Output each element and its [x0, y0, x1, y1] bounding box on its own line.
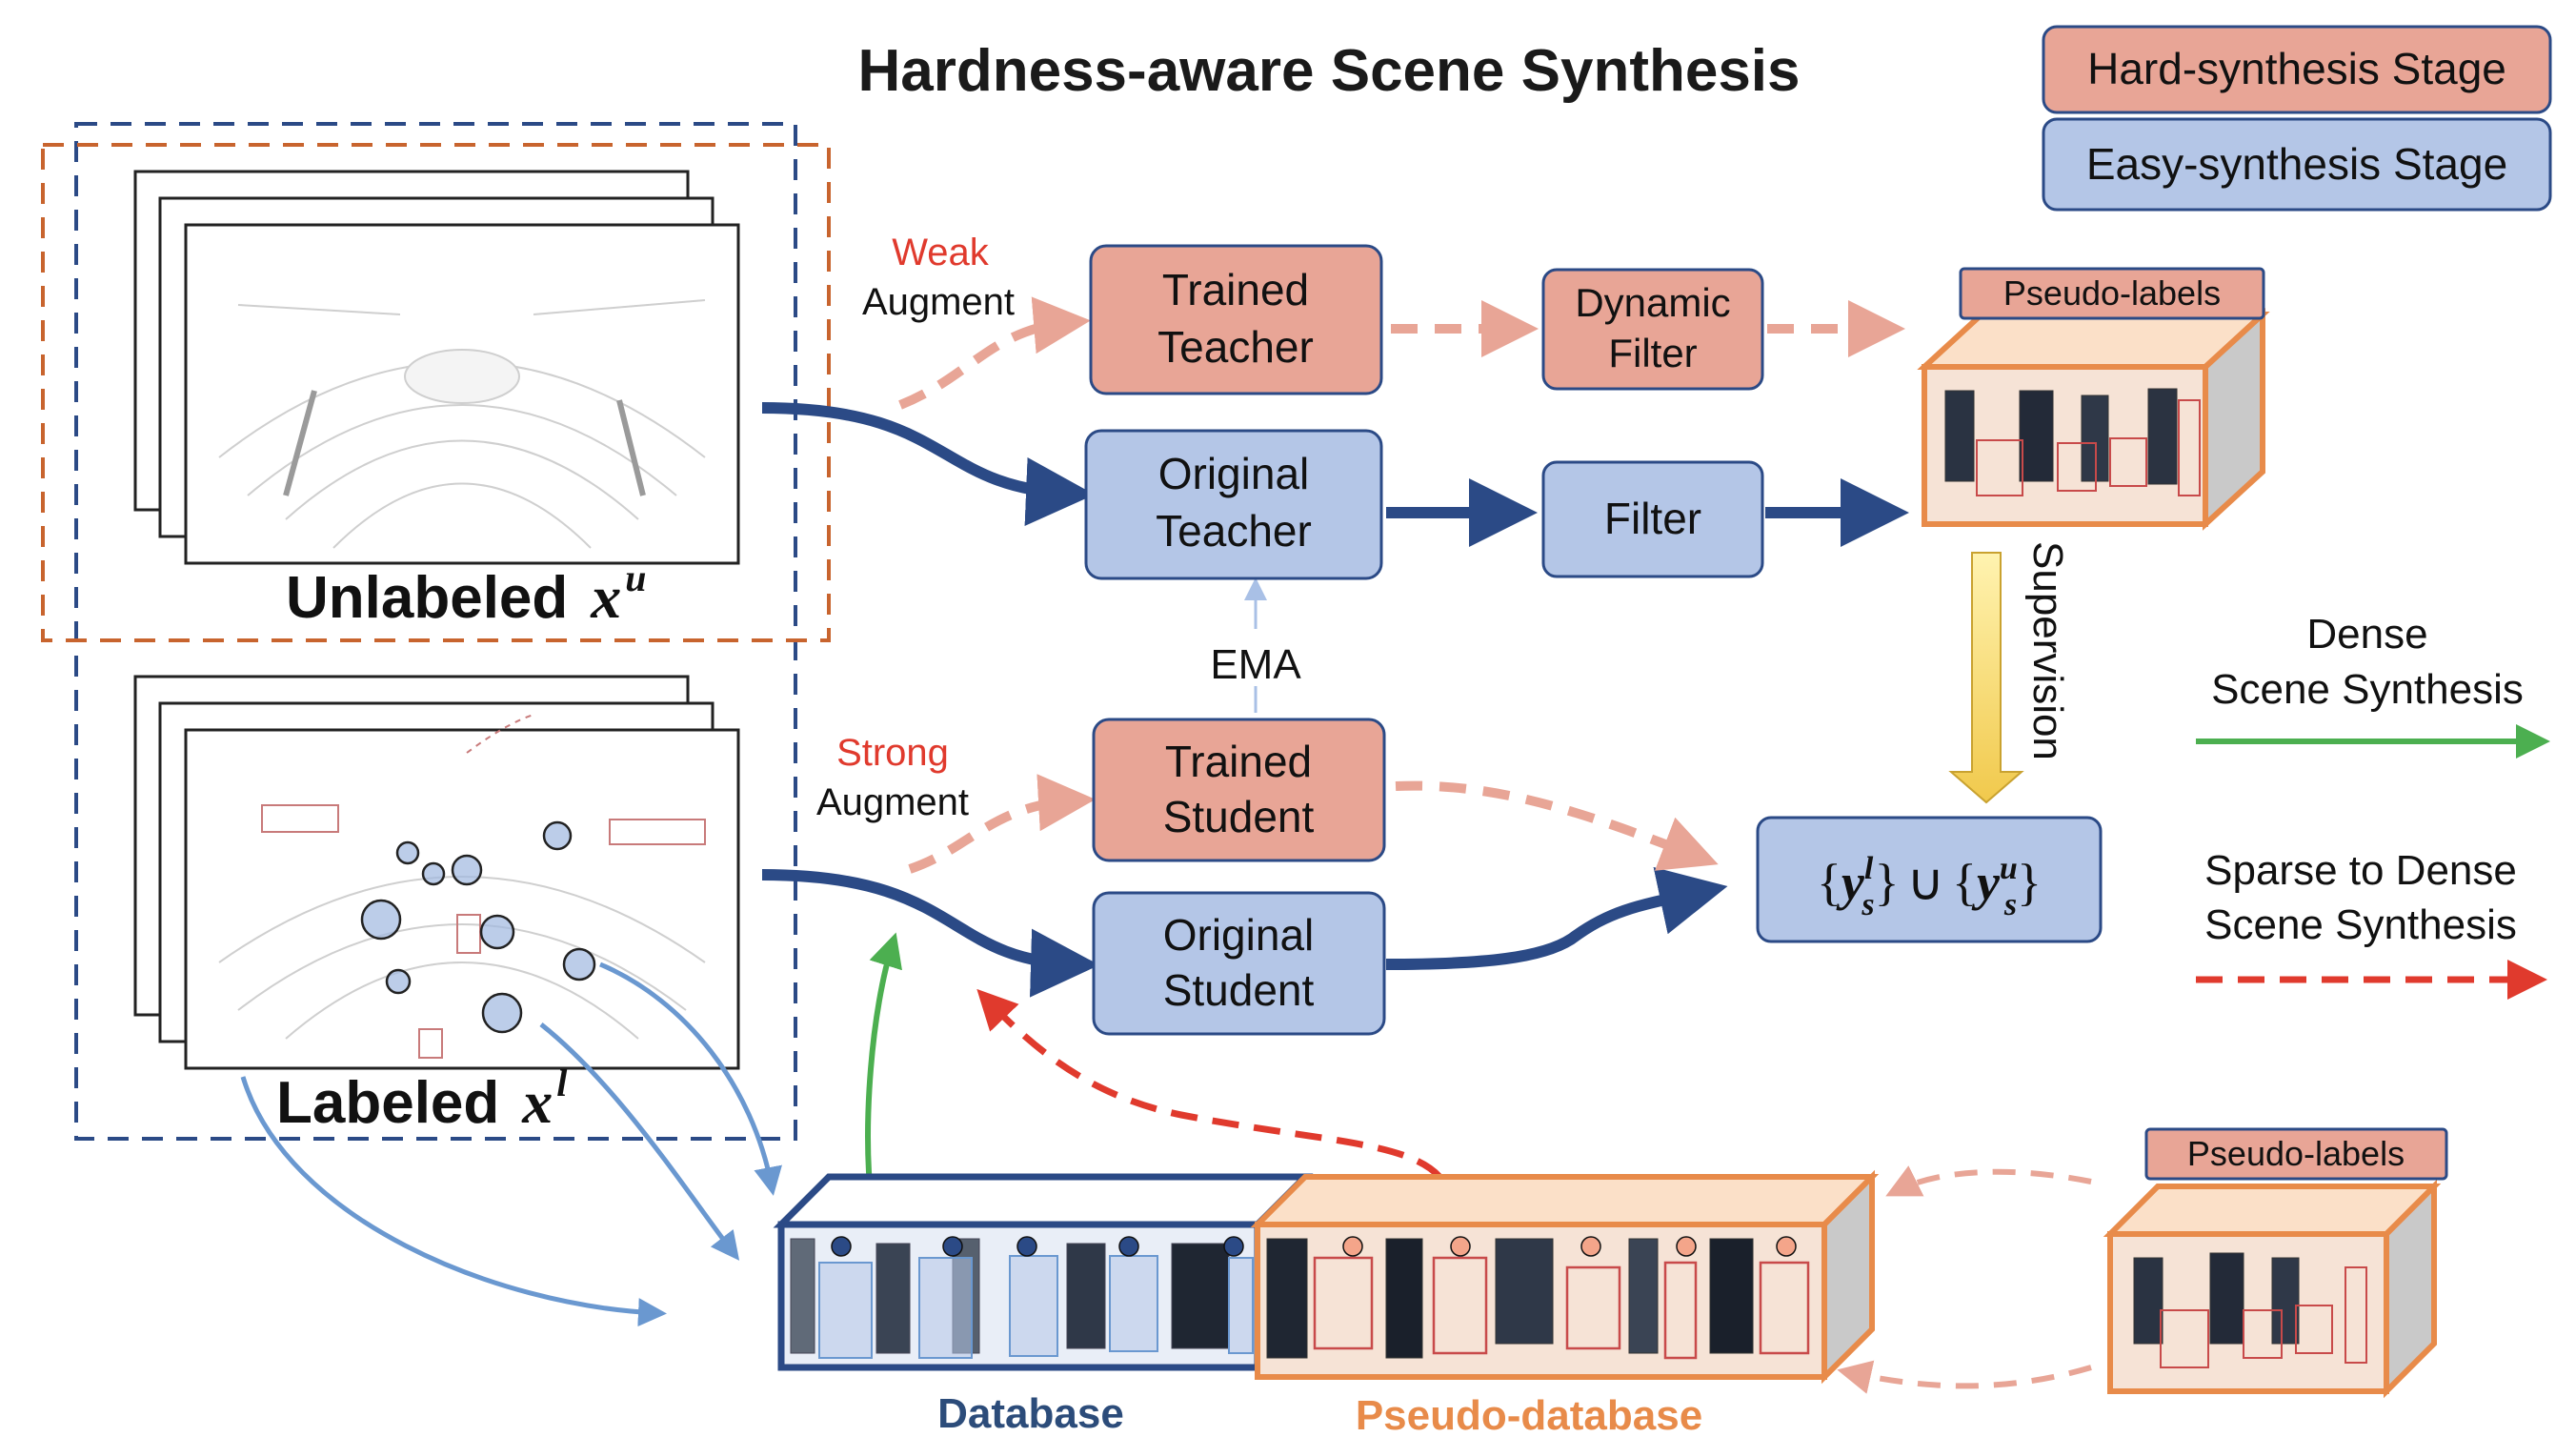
legend-sparse-line2: Scene Synthesis	[2204, 901, 2517, 948]
legend-hard-stage-label: Hard-synthesis Stage	[2087, 44, 2506, 93]
pseudo-labels-bottom-label: Pseudo-labels	[2187, 1134, 2405, 1173]
svg-text:Teacher: Teacher	[1157, 322, 1314, 372]
pseudo-database-label: Pseudo-database	[1356, 1392, 1702, 1437]
legend-easy-stage-label: Easy-synthesis Stage	[2086, 139, 2507, 189]
svg-text:Teacher: Teacher	[1156, 506, 1312, 556]
svg-text:Dynamic: Dynamic	[1575, 280, 1730, 325]
arrow-labeled-object-to-database-1	[240, 1076, 667, 1327]
arrow-trained-student-to-union	[1395, 780, 1719, 871]
arrow-labeled-to-original-student	[761, 869, 1099, 998]
legend-dense-line1: Dense	[2306, 611, 2427, 658]
legend-sparse-line1: Sparse to Dense	[2204, 847, 2517, 894]
original-teacher-box: Original Teacher	[1084, 429, 1383, 580]
arrow-original-student-to-union	[1385, 866, 1728, 970]
arrow-pseudo-database-to-student	[976, 988, 1457, 1216]
pseudo-labels-box-top: Pseudo-labels	[1917, 267, 2270, 531]
filter-box: Filter	[1541, 460, 1764, 578]
database-box: Database	[773, 1173, 1314, 1437]
svg-text:Trained: Trained	[1162, 265, 1309, 314]
svg-text:Original: Original	[1163, 910, 1315, 960]
arrow-pseudo-labels-to-pseudo-database-bottom	[1837, 1360, 2092, 1394]
ema-label: EMA	[1210, 641, 1301, 688]
svg-text:Student: Student	[1163, 965, 1315, 1015]
arrow-labeled-object-to-database-3	[599, 961, 782, 1196]
trained-teacher-box: Trained Teacher	[1089, 244, 1383, 395]
unlabeled-point-cloud-stack: Unlabeled x u	[133, 170, 740, 631]
legend-hard-stage: Hard-synthesis Stage	[2042, 25, 2552, 114]
unlabeled-point-cloud-image	[218, 299, 706, 549]
pseudo-labels-top-label: Pseudo-labels	[2003, 273, 2221, 313]
svg-text:Filter: Filter	[1604, 494, 1701, 543]
arrow-database-to-strong-augment	[865, 932, 902, 1206]
arrow-strong-to-trained-student	[908, 774, 1096, 874]
pseudo-labels-box-bottom: Pseudo-labels	[2103, 1127, 2448, 1399]
labeled-label: Labeled x l	[276, 1062, 568, 1136]
unlabeled-dashed-frame	[41, 143, 831, 642]
svg-text:Original: Original	[1158, 449, 1310, 498]
labeled-point-cloud-stack: Labeled x l	[133, 675, 740, 1136]
svg-text:Student: Student	[1163, 792, 1315, 841]
weak-label: Weak	[892, 232, 990, 273]
weak-augment-label: Augment	[862, 281, 1015, 323]
database-label: Database	[937, 1390, 1124, 1437]
dynamic-filter-box: Dynamic Filter	[1541, 268, 1764, 391]
arrow-labeled-object-to-database-2	[539, 1022, 740, 1261]
strong-augment-label: Augment	[816, 781, 969, 823]
svg-text:Trained: Trained	[1165, 737, 1312, 786]
supervision-label: Supervision	[2024, 541, 2071, 760]
diagram-title: Hardness-aware Scene Synthesis	[857, 38, 1800, 104]
arrow-unlabeled-to-original-teacher	[761, 402, 1095, 526]
svg-text:Filter: Filter	[1608, 331, 1697, 375]
pseudo-database-box: Pseudo-database	[1250, 1169, 1880, 1437]
trained-student-box: Trained Student	[1092, 718, 1386, 862]
original-student-box: Original Student	[1092, 891, 1386, 1036]
legend-easy-stage: Easy-synthesis Stage	[2042, 117, 2552, 212]
labeled-object-circles	[360, 820, 596, 1034]
legend-dense-line2: Scene Synthesis	[2211, 666, 2524, 713]
unlabeled-label: Unlabeled x u	[286, 557, 647, 631]
labeled-dashed-frame	[74, 122, 797, 1141]
strong-label: Strong	[836, 732, 949, 774]
arrow-weak-to-trained-teacher	[898, 296, 1091, 410]
arrow-pseudo-labels-to-pseudo-database-top	[1885, 1165, 2092, 1197]
supervision-arrow	[1948, 552, 2024, 804]
